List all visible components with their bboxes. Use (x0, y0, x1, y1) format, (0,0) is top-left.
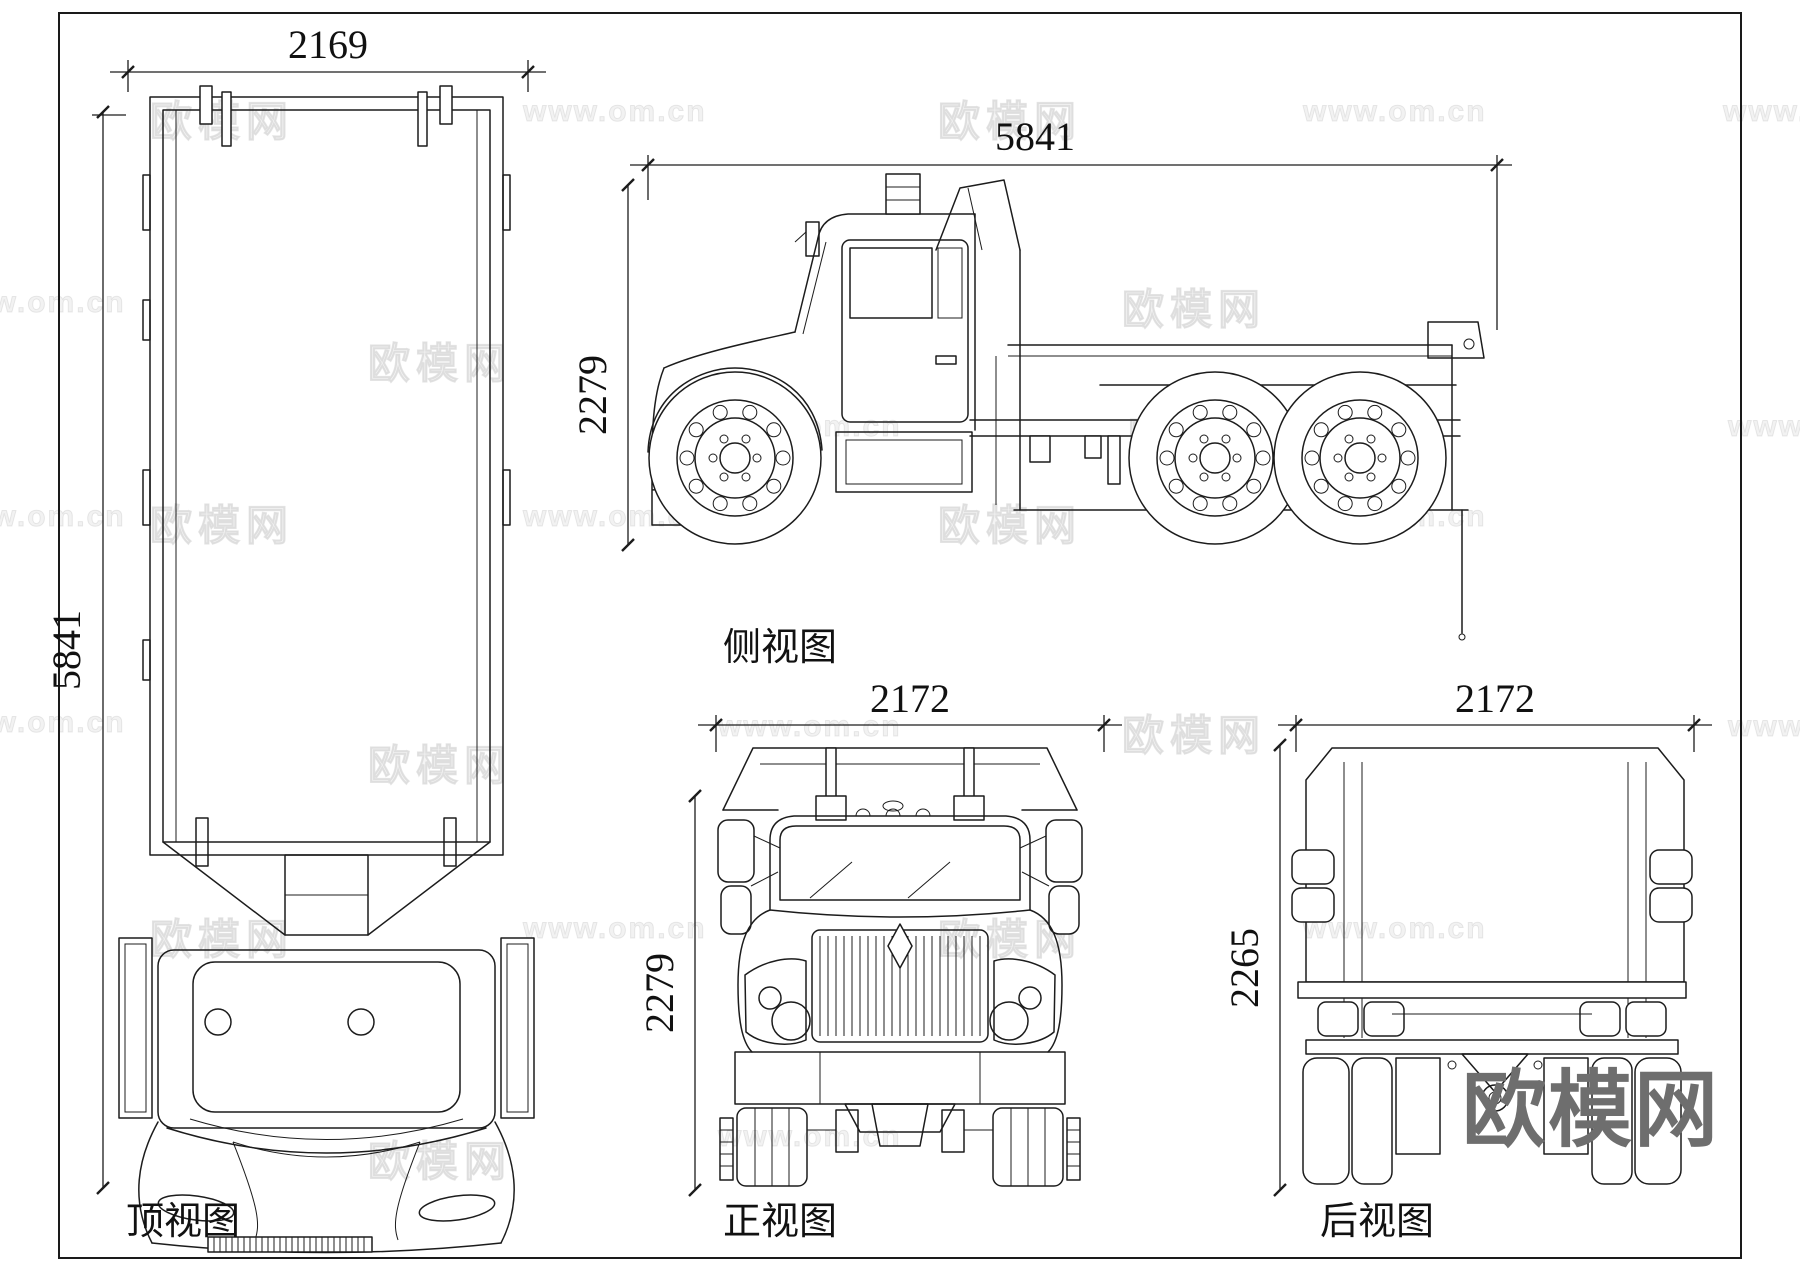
side-view-length-dimension: 5841 (995, 114, 1075, 159)
side-view-dimensions: 5841 2279 (570, 114, 1512, 552)
rear-view-drawing (1291, 747, 1693, 1185)
front-view-width-dimension: 2172 (870, 676, 950, 721)
front-view-height-dimension: 2279 (637, 953, 682, 1033)
top-view-label: 顶视图 (126, 1201, 240, 1243)
top-view-dimensions: 2169 5841 (44, 22, 546, 1195)
site-logo: 欧模网 (1462, 1063, 1721, 1157)
side-view-height-dimension: 2279 (570, 355, 615, 435)
rear-view-dimensions: 2172 2265 (1222, 676, 1712, 1197)
side-view-drawing (647, 173, 1485, 641)
front-view-drawing (717, 747, 1083, 1187)
side-view-label: 侧视图 (723, 627, 837, 669)
drawing-border (58, 12, 1742, 1259)
rear-view-width-dimension: 2172 (1455, 676, 1535, 721)
rear-view-label: 后视图 (1320, 1201, 1434, 1243)
top-view-drawing (118, 85, 535, 1254)
rear-view-height-dimension: 2265 (1222, 928, 1267, 1008)
front-view-dimensions: 2172 2279 (637, 676, 1122, 1197)
front-view-label: 正视图 (723, 1201, 837, 1243)
top-view-width-dimension: 2169 (288, 22, 368, 67)
top-view-length-dimension: 5841 (44, 610, 89, 690)
